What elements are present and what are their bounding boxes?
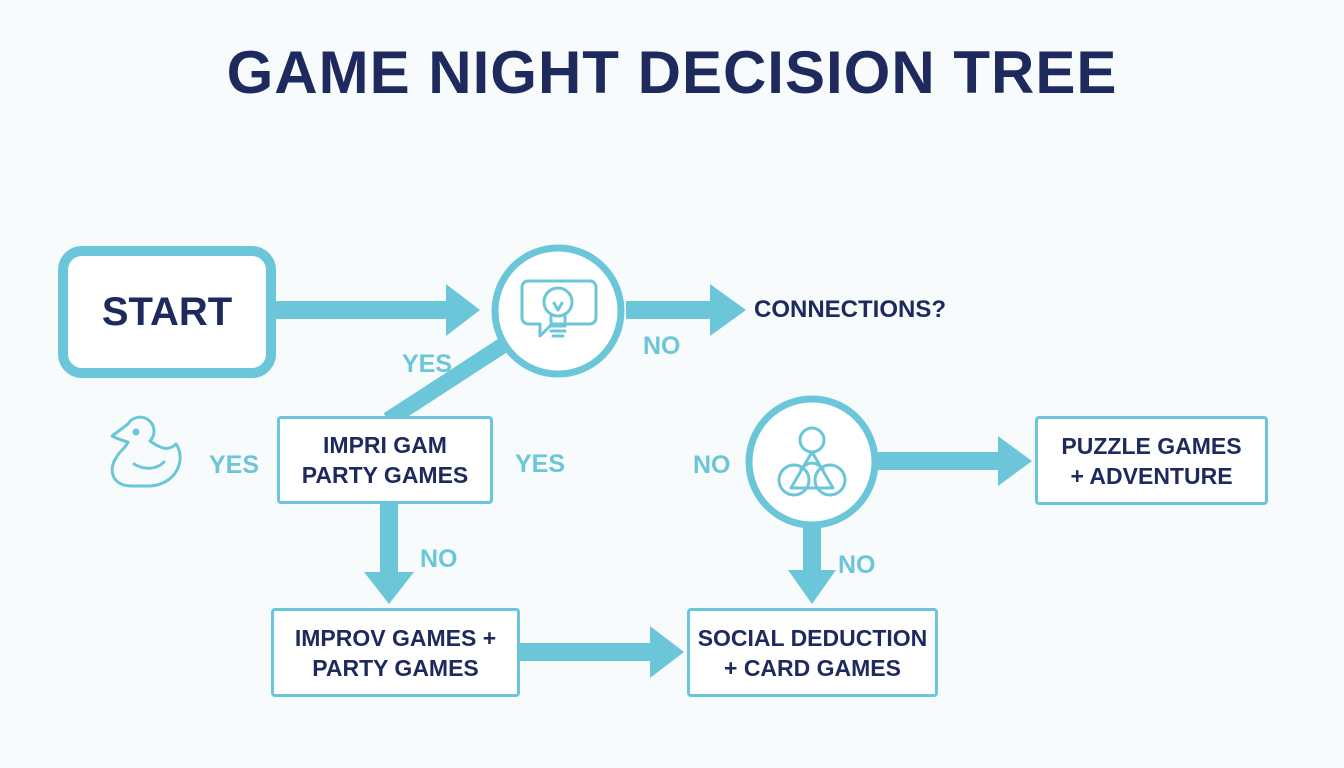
social-deduction-box: SOCIAL DEDUCTION + CARD GAMES [687, 608, 938, 697]
label-yes-diagonal: YES [402, 350, 453, 378]
lightbulb-speech-bubble-icon [520, 279, 598, 338]
page-title: GAME NIGHT DECISION TREE [226, 39, 1118, 106]
label-no-mid: NO [693, 451, 731, 479]
question-node-ideas [491, 244, 625, 378]
arrow-question2-to-puzzle [878, 436, 1032, 486]
connections-question: CONNECTIONS? [754, 296, 946, 323]
improv-lower-line2: PARTY GAMES [312, 654, 479, 681]
triangle-rings-icon [777, 426, 847, 497]
improv-party-lower-box: IMPROV GAMES + PARTY GAMES [271, 608, 520, 697]
social-line2: + CARD GAMES [724, 654, 901, 681]
start-node: START [58, 246, 276, 378]
label-yes-left: YES [209, 451, 260, 479]
puzzle-line1: PUZZLE GAMES [1061, 432, 1242, 459]
connector-question-to-improv [383, 337, 510, 427]
social-line1: SOCIAL DEDUCTION [697, 624, 928, 651]
arrow-question2-down [788, 526, 836, 604]
duck-icon [110, 415, 182, 488]
improv-party-upper-box: IMPRI GAM PARTY GAMES [277, 416, 493, 504]
improv-upper-line2: PARTY GAMES [301, 462, 469, 488]
arrow-question-to-connections [626, 284, 746, 336]
arrow-improv-to-social [518, 626, 684, 678]
question-node-connections [745, 395, 879, 529]
label-no-down-left: NO [420, 545, 458, 573]
arrow-start-to-question [276, 284, 480, 336]
arrow-improv-down [364, 502, 414, 604]
label-no-top: NO [643, 332, 681, 360]
improv-upper-line1: IMPRI GAM [323, 432, 447, 458]
puzzle-games-box: PUZZLE GAMES + ADVENTURE [1035, 416, 1268, 505]
label-no-down-right: NO [838, 551, 876, 579]
puzzle-line2: + ADVENTURE [1070, 462, 1233, 489]
label-yes-mid: YES [515, 450, 566, 478]
improv-lower-line1: IMPROV GAMES + [294, 624, 497, 651]
